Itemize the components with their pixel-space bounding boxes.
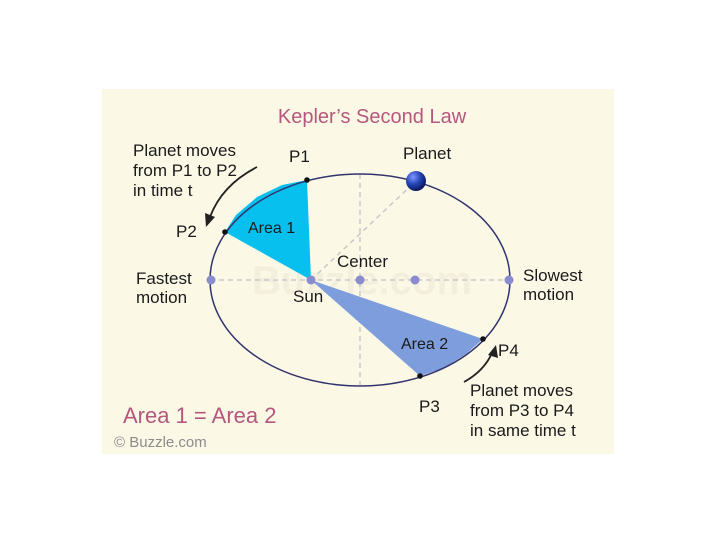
point-p2 <box>222 229 228 235</box>
label-area-1: Area 1 <box>248 220 295 237</box>
point-p3 <box>417 373 423 379</box>
equation-text: Area 1 = Area 2 <box>123 403 277 428</box>
label-area-2: Area 2 <box>401 336 448 353</box>
label-slowest-motion: motion <box>523 285 574 304</box>
label-p1: P1 <box>289 147 310 166</box>
point-p1 <box>304 177 310 183</box>
note-bottom-line-1: Planet moves <box>470 381 573 400</box>
label-center: Center <box>337 252 388 271</box>
area-1-sector <box>225 180 311 280</box>
arrow-p1-to-p2 <box>209 166 258 218</box>
credit-text: © Buzzle.com <box>114 434 207 451</box>
label-fastest: Fastest <box>136 269 192 288</box>
diagram-title: Kepler’s Second Law <box>278 106 467 128</box>
axis-dot-center <box>355 275 365 285</box>
axis-dot-right <box>504 275 514 285</box>
radius-line <box>310 180 417 281</box>
label-planet: Planet <box>403 144 451 163</box>
axis-dot-left <box>206 275 216 285</box>
label-p3: P3 <box>419 397 440 416</box>
diagram-background <box>102 89 614 454</box>
arrow-p1-to-p2-head <box>205 213 215 227</box>
label-p4: P4 <box>498 341 519 360</box>
arrow-p3-to-p4 <box>463 352 493 383</box>
note-top-line-2: from P1 to P2 <box>133 161 237 180</box>
note-top-line-1: Planet moves <box>133 141 236 160</box>
note-bottom-line-2: from P3 to P4 <box>470 401 574 420</box>
sun-dot <box>306 275 316 285</box>
note-bottom-line-3: in same time t <box>470 421 576 440</box>
label-sun: Sun <box>293 287 323 306</box>
label-slowest: Slowest <box>523 266 583 285</box>
diagram-canvas: Buzzle.com Kepler’s Second Law <box>102 89 614 454</box>
note-top-line-3: in time t <box>133 181 193 200</box>
label-p2: P2 <box>176 222 197 241</box>
label-fastest-motion: motion <box>136 288 187 307</box>
axis-dot-focus <box>410 275 420 285</box>
arrow-p3-to-p4-head <box>488 345 498 358</box>
area-2-sector <box>311 280 483 376</box>
planet-icon <box>406 171 426 191</box>
kepler-diagram: Buzzle.com Kepler’s Second Law <box>102 89 614 454</box>
point-p4 <box>480 336 486 342</box>
